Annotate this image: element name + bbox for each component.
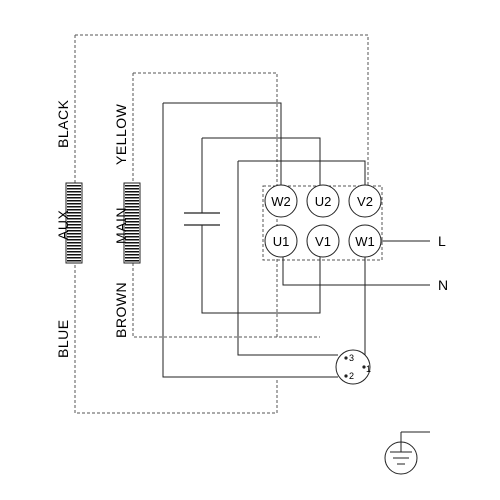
- brown-label: BROWN: [113, 282, 129, 338]
- pin-label: 1: [366, 364, 371, 374]
- terminal-label: W2: [271, 194, 291, 209]
- terminal-block: [262, 185, 383, 261]
- aux-label: AUX: [55, 210, 71, 240]
- wires: [162, 102, 430, 378]
- main-winding-coil-icon: [123, 182, 141, 264]
- terminal-label: U2: [315, 194, 332, 209]
- wire-w1-live: [364, 240, 430, 362]
- wire-main-loop: [162, 103, 338, 378]
- black-label: BLACK: [55, 99, 71, 148]
- pin-label: 2: [349, 371, 354, 381]
- aux-winding-coil-icon: [65, 182, 83, 264]
- terminal-u2: [306, 184, 340, 218]
- wire-capacitor-lower: [201, 225, 321, 314]
- terminal-label: U1: [273, 234, 290, 249]
- wire-v2: [237, 160, 366, 356]
- terminal-u1: [264, 224, 298, 258]
- terminal-label: W1: [355, 234, 375, 249]
- terminal-v2: [348, 184, 382, 218]
- ground-icon: [384, 431, 430, 475]
- wire-capacitor-link: [201, 137, 321, 213]
- capacitor-icon: [184, 212, 220, 226]
- neutral-label: N: [438, 277, 448, 293]
- main-label: MAIN: [113, 207, 129, 244]
- yellow-label: YELLOW: [113, 103, 129, 165]
- terminal-label: V1: [315, 234, 331, 249]
- thermal-protector-icon: 3 2 1: [335, 349, 371, 385]
- terminal-label: V2: [357, 194, 373, 209]
- pin-label: 3: [349, 353, 354, 363]
- wire-capacitor-upper: [163, 102, 282, 188]
- terminal-w2: [264, 184, 298, 218]
- aux-enclosure: [74, 34, 369, 414]
- terminal-w1: [348, 224, 382, 258]
- terminals: W2 U2 V2 U1 V1 W1: [264, 184, 382, 258]
- wire-u1-neutral: [282, 255, 430, 286]
- live-label: L: [438, 233, 446, 249]
- blue-label: BLUE: [55, 319, 71, 358]
- terminal-v1: [306, 224, 340, 258]
